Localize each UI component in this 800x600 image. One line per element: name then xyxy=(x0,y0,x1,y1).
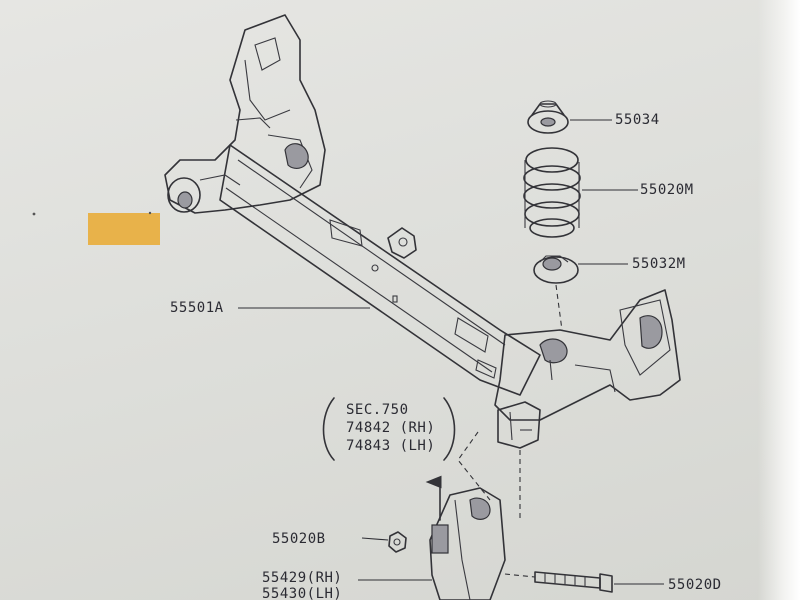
label-55034: 55034 xyxy=(615,112,660,128)
section-ref-line2: 74842 (RH) xyxy=(346,420,435,436)
label-55032M: 55032M xyxy=(632,256,686,272)
section-ref-line3: 74843 (LH) xyxy=(346,438,435,454)
label-55430-lh: 55430(LH) xyxy=(262,586,342,600)
bolt xyxy=(504,571,613,593)
label-55020B: 55020B xyxy=(272,531,326,547)
label-55020M: 55020M xyxy=(640,182,694,198)
axle-beam xyxy=(219,144,541,396)
upper-spring-seat xyxy=(527,100,569,134)
coil-spring xyxy=(523,147,581,238)
label-55501A: 55501A xyxy=(170,300,224,316)
section-ref-line1: SEC.750 xyxy=(346,402,409,418)
label-55429-rh: 55429(RH) xyxy=(262,570,342,586)
left-trailing-arm xyxy=(164,14,326,214)
highlight-tag xyxy=(88,213,160,245)
page-edge-glare xyxy=(758,0,800,600)
assembly-line-bushing xyxy=(457,431,491,501)
paper-speck xyxy=(148,211,152,215)
nut xyxy=(388,531,407,553)
paper-speck xyxy=(32,212,36,216)
section-reference: SEC.750 74842 (RH) 74843 (LH) xyxy=(322,397,456,461)
bracket xyxy=(425,475,506,600)
right-trailing-arm xyxy=(494,289,681,449)
label-55020D: 55020D xyxy=(668,577,722,593)
lower-spring-seat xyxy=(533,255,579,284)
assembly-line-spring xyxy=(555,284,563,331)
leader-55020B xyxy=(361,537,389,541)
